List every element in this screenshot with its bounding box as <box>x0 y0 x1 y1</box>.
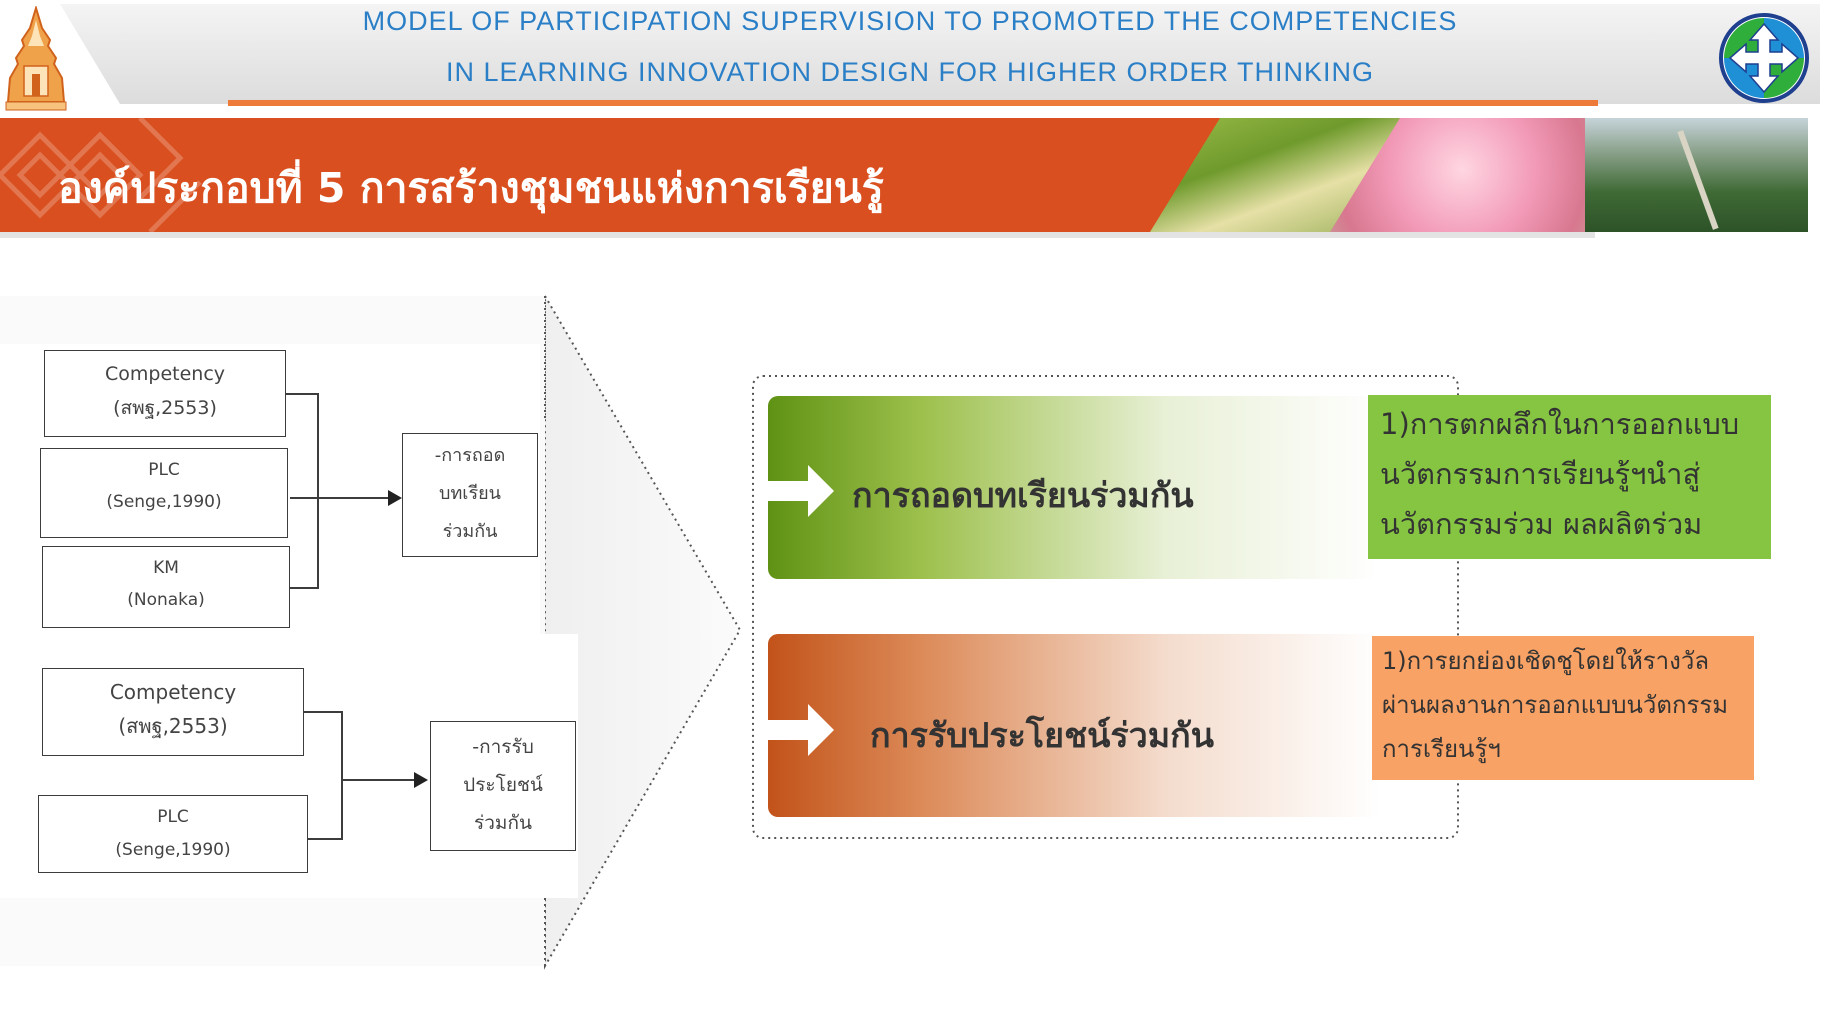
connector-bracket <box>341 711 343 840</box>
component-bar-lesson-learned <box>768 396 1380 579</box>
source-box-km: KM (Nonaka) <box>42 546 290 628</box>
component-label: การรับประโยชน์ร่วมกัน <box>870 716 1214 756</box>
source-box-plc-1: PLC (Senge,1990) <box>40 448 288 538</box>
arrow-head-icon <box>414 772 428 788</box>
white-arrow-icon <box>768 704 834 756</box>
header-title-line-1: MODEL OF PARTICIPATION SUPERVISION TO PR… <box>362 6 1458 36</box>
connector-arrow-line <box>343 779 415 781</box>
result-line: ประโยชน์ <box>463 774 543 796</box>
result-line: บทเรียน <box>439 483 501 504</box>
cross-arrows-icon <box>1719 13 1809 103</box>
source-name: Competency <box>109 680 237 704</box>
banner-photo-campus <box>1585 118 1808 232</box>
source-box-plc-2: PLC (Senge,1990) <box>38 795 308 873</box>
connector-bracket <box>317 393 319 589</box>
banner-title: องค์ประกอบที่ 5 การสร้างชุมชนแห่งการเรีย… <box>58 164 884 212</box>
arrow-head-icon <box>388 490 402 506</box>
result-line: ร่วมกัน <box>474 812 532 834</box>
result-box-shared-benefit: -การรับ ประโยชน์ ร่วมกัน <box>430 721 576 851</box>
connector-bracket <box>286 393 318 395</box>
source-ref: (สพฐ,2553) <box>118 714 228 738</box>
banner-pattern <box>0 118 202 232</box>
note-box-green: 1)การตกผลึกในการออกแบบ นวัตกรรมการเรียนร… <box>1368 395 1771 559</box>
note-line: 1)การยกย่องเชิดชูโดยให้รางวัล <box>1382 647 1710 675</box>
banner-shadow <box>0 232 1595 238</box>
connector-bracket <box>304 711 342 713</box>
source-ref: (Senge,1990) <box>106 492 222 512</box>
note-line: นวัตกรรมร่วม ผลผลิตร่วม <box>1380 507 1703 541</box>
source-box-competency-2: Competency (สพฐ,2553) <box>42 668 304 756</box>
note-line: ผ่านผลงานการออกแบบนวัตกรรม <box>1382 691 1729 719</box>
source-ref: (Senge,1990) <box>115 840 231 860</box>
header-title-line-2: IN LEARNING INNOVATION DESIGN FOR HIGHER… <box>445 57 1375 87</box>
source-box-competency-1: Competency (สพฐ,2553) <box>44 350 286 437</box>
white-arrow-icon <box>768 465 834 517</box>
section-banner: องค์ประกอบที่ 5 การสร้างชุมชนแห่งการเรีย… <box>0 118 1808 232</box>
right-dotted-frame <box>752 375 1459 839</box>
component-label: การถอดบทเรียนร่วมกัน <box>852 476 1194 516</box>
result-line: -การถอด <box>434 445 506 466</box>
result-box-lesson-learned: -การถอด บทเรียน ร่วมกัน <box>402 433 538 557</box>
source-name: Competency <box>104 363 226 385</box>
header-underline <box>228 100 1598 106</box>
connector-arrow-line <box>290 497 390 499</box>
source-ref: (สพฐ,2553) <box>113 397 217 419</box>
note-line: 1)การตกผลึกในการออกแบบ <box>1380 407 1740 441</box>
component-bar-shared-benefit <box>768 634 1380 817</box>
result-line: ร่วมกัน <box>442 521 498 542</box>
result-line: -การรับ <box>472 736 534 758</box>
note-line: นวัตกรรมการเรียนรู้ฯนำสู่ <box>1380 457 1701 491</box>
source-ref: (Nonaka) <box>127 590 205 610</box>
source-name: KM <box>153 558 179 578</box>
source-name: PLC <box>157 807 189 827</box>
connector-bracket <box>290 587 318 589</box>
university-emblem-icon <box>5 6 67 111</box>
note-line: การเรียนรู้ฯ <box>1382 735 1501 763</box>
header-band <box>60 4 1820 104</box>
connector-bracket <box>308 838 342 840</box>
source-name: PLC <box>148 460 180 480</box>
note-box-orange: 1)การยกย่องเชิดชูโดยให้รางวัล ผ่านผลงานก… <box>1372 636 1754 780</box>
